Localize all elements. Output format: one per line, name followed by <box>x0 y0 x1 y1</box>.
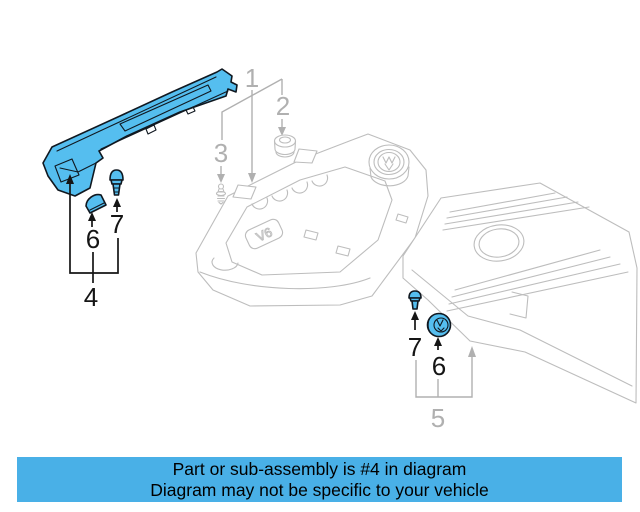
callout-7-right: 7 <box>408 311 422 362</box>
notice-line-2: Diagram may not be specific to your vehi… <box>150 480 489 500</box>
callout-3-leader: 3 <box>214 138 228 205</box>
callout-5-bracket: 5 <box>415 346 476 433</box>
vw-logo-icon <box>368 144 410 187</box>
callout-4-bracket: 4 <box>66 174 119 312</box>
callout-2-leader: 2 <box>221 78 297 158</box>
arrow-up-icon <box>434 337 442 346</box>
callout-6-right: 6 <box>432 337 446 381</box>
notice-line-1: Part or sub-assembly is #4 in diagram <box>172 459 467 479</box>
callout-4: 4 <box>84 282 98 312</box>
right-screw-part <box>408 290 422 310</box>
callout-7-right-label: 7 <box>408 332 422 362</box>
arrow-up-icon <box>468 346 476 357</box>
stud-part-drawing <box>215 183 227 205</box>
v6-badge: V6 <box>244 218 284 250</box>
right-clip-part <box>426 312 452 338</box>
callout-6-left: 6 <box>86 212 100 254</box>
notice-banner: Part or sub-assembly is #4 in diagram Di… <box>17 457 622 502</box>
arrow-down-icon <box>217 174 225 183</box>
v6-badge-label: V6 <box>254 224 275 244</box>
left-clip-part <box>85 193 107 214</box>
right-cover-drawing <box>402 182 638 404</box>
highlighted-part-4 <box>42 68 238 197</box>
arrow-down-icon <box>278 127 286 136</box>
callout-1: 1 <box>245 63 259 93</box>
cover-tab <box>232 184 257 200</box>
arrow-up-icon <box>66 174 74 184</box>
arrow-up-icon <box>113 198 121 207</box>
callout-6-left-label: 6 <box>86 224 100 254</box>
arrow-down-icon <box>248 173 256 183</box>
grommet-part-drawing <box>273 134 297 158</box>
callout-7-left: 7 <box>110 198 124 239</box>
callout-2: 2 <box>276 91 290 121</box>
callout-5: 5 <box>431 403 445 433</box>
callout-6-right-label: 6 <box>432 351 446 381</box>
arrow-up-icon <box>88 212 96 221</box>
center-cover-drawing: V6 <box>195 133 429 307</box>
callout-7-left-label: 7 <box>110 209 124 239</box>
arrow-up-icon <box>411 311 419 320</box>
callout-1-leader: 1 <box>245 63 259 183</box>
cover-tab <box>293 148 318 164</box>
left-screw-part <box>109 169 124 196</box>
callout-3: 3 <box>214 138 228 168</box>
